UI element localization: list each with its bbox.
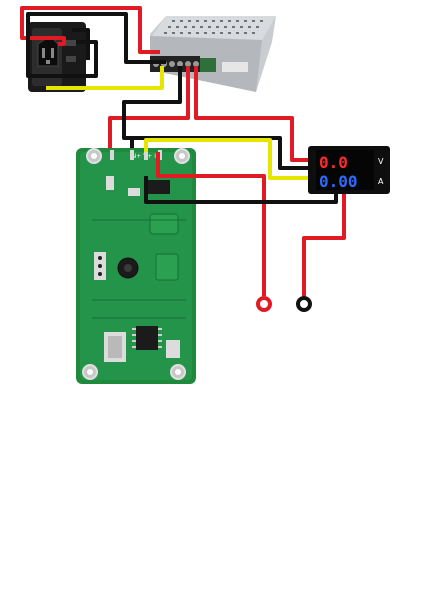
board-output-wires — [144, 138, 346, 296]
black-wire-board-out — [144, 176, 338, 204]
red-wire-psu-to-meter — [194, 66, 312, 162]
yellow-wire-meter-sense — [144, 138, 312, 180]
red-wire-meter-out — [302, 188, 346, 296]
converter-board: IN+ V+ I+ — [76, 148, 196, 384]
output-terminals — [256, 296, 312, 312]
power-supply-module — [150, 16, 276, 92]
current-reading: 0.00 — [319, 172, 358, 191]
inlet-psu-wires — [20, 6, 166, 90]
positive-output-terminal — [256, 296, 272, 312]
black-wire-inlet-loop — [72, 28, 90, 60]
ac-inlet — [28, 22, 86, 92]
voltage-reading: 0.0 — [319, 153, 348, 172]
volt-amp-meter: 0.0 0.00 V A — [308, 146, 390, 194]
voltage-unit: V — [378, 157, 384, 166]
negative-output-terminal — [296, 296, 312, 312]
red-wire-ac-live — [20, 6, 160, 54]
red-wire-psu-plus — [108, 66, 190, 150]
black-wire-ac-neutral — [26, 12, 166, 78]
red-wire-board-out — [156, 152, 266, 296]
yellow-wire-ac-ground — [46, 66, 164, 90]
current-unit: A — [378, 177, 384, 186]
